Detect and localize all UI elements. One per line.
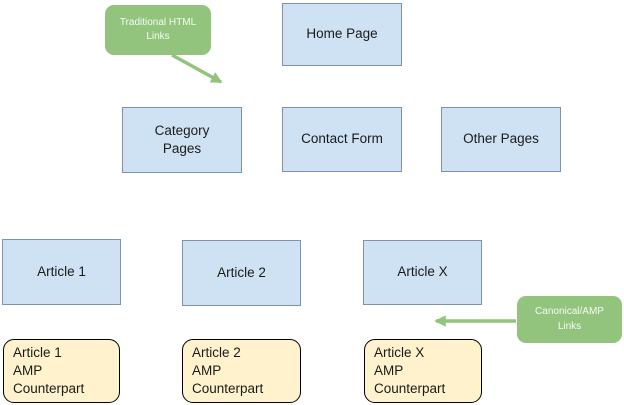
- node-home-page-label: Home Page: [306, 26, 378, 42]
- node-category-pages: Category Pages: [122, 107, 242, 173]
- node-contact-form: Contact Form: [282, 107, 402, 172]
- node-article-x: Article X: [363, 240, 482, 305]
- node-article-1: Article 1: [2, 239, 121, 305]
- node-article-1-amp-counterpart-label: Article 1 AMP Counterpart: [13, 345, 85, 396]
- traditional-html-links-arrow: [171, 53, 223, 84]
- node-article-1-label: Article 1: [37, 263, 86, 279]
- node-article-2: Article 2: [182, 240, 301, 306]
- node-other-pages-label: Other Pages: [463, 131, 539, 147]
- node-article-x-amp-counterpart-label: Article X AMP Counterpart: [374, 345, 446, 396]
- node-article-1-amp-counterpart: Article 1 AMP Counterpart: [3, 339, 120, 403]
- node-article-2-amp-counterpart: Article 2 AMP Counterpart: [182, 339, 301, 403]
- node-contact-form-label: Contact Form: [301, 131, 383, 147]
- node-article-x-amp-counterpart: Article X AMP Counterpart: [364, 339, 482, 403]
- node-article-2-label: Article 2: [217, 264, 266, 280]
- node-article-x-label: Article X: [397, 264, 448, 280]
- node-category-pages-label: Category Pages: [154, 122, 210, 156]
- node-article-2-amp-counterpart-label: Article 2 AMP Counterpart: [192, 345, 264, 396]
- callout-canonical-amp-links: Canonical/AMP Links: [517, 296, 622, 343]
- callout-traditional-html-links-label: Traditional HTML Links: [119, 16, 197, 43]
- callout-traditional-html-links: Traditional HTML Links: [105, 5, 211, 55]
- callout-canonical-amp-links-label: Canonical/AMP Links: [535, 306, 604, 332]
- node-home-page: Home Page: [282, 3, 402, 66]
- node-other-pages: Other Pages: [441, 107, 561, 172]
